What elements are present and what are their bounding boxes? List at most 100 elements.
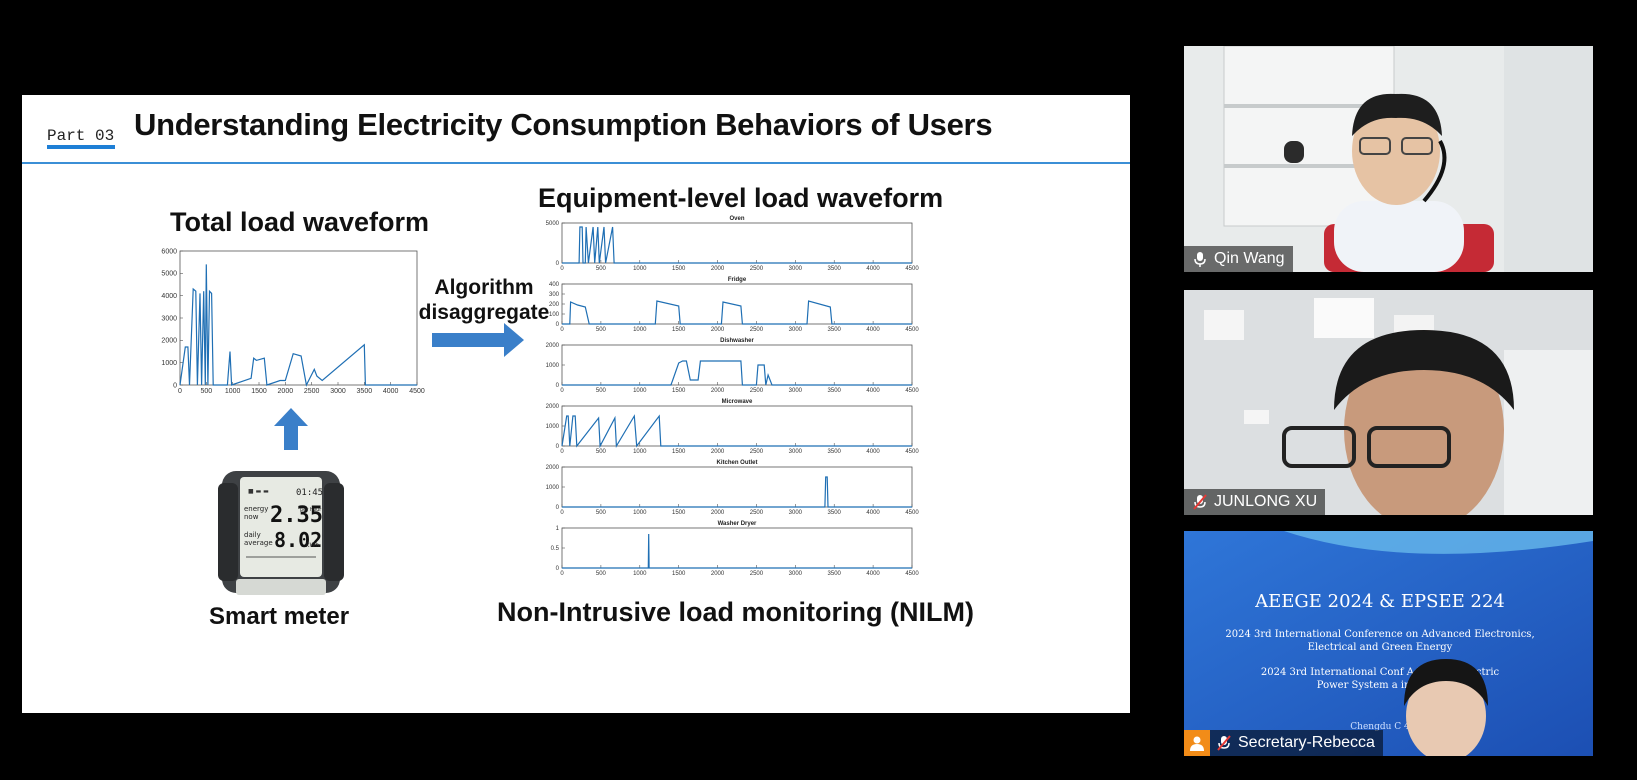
x-tick-label: 3000 (789, 327, 803, 333)
svg-text:now: now (244, 513, 259, 521)
meter-time: 01:45 (296, 488, 323, 498)
series-line (179, 264, 417, 387)
x-tick-label: 1500 (672, 327, 686, 333)
x-tick-label: 1000 (633, 571, 647, 577)
x-tick-label: 4500 (905, 266, 919, 272)
x-tick-label: 500 (200, 388, 212, 395)
x-tick-label: 1500 (672, 266, 686, 272)
svg-text:energy: energy (244, 505, 268, 513)
svg-text:average: average (244, 539, 273, 547)
conference-line3: 2024 3rd International Conf Advanced Ele… (1261, 667, 1500, 678)
video-tile-secretary-rebecca[interactable]: AEEGE 2024 & EPSEE 224 2024 3rd Internat… (1184, 531, 1593, 756)
x-tick-label: 4500 (905, 327, 919, 333)
participant-name: JUNLONG XU (1214, 493, 1318, 510)
x-tick-label: 2500 (750, 327, 764, 333)
x-tick-label: 3000 (330, 388, 346, 395)
y-tick-label: 2000 (546, 465, 560, 471)
y-tick-label: 5000 (546, 221, 560, 227)
x-tick-label: 2000 (711, 510, 725, 516)
right-arrow-icon (432, 323, 524, 357)
y-tick-label: 200 (549, 302, 560, 308)
x-tick-label: 4500 (409, 388, 425, 395)
x-tick-label: 3500 (828, 327, 842, 333)
y-tick-label: 0 (556, 261, 560, 267)
x-tick-label: 3500 (828, 571, 842, 577)
plot-area (561, 222, 913, 264)
x-tick-label: 1500 (672, 510, 686, 516)
conference-title: AEEGE 2024 & EPSEE 224 (1254, 591, 1505, 612)
chart-title: Oven (729, 216, 744, 222)
chart-title: Fridge (728, 277, 747, 283)
x-tick-label: 4500 (905, 510, 919, 516)
series-line (562, 300, 912, 325)
conference-line5: Chengdu C 4 (1350, 722, 1410, 732)
x-tick-label: 2000 (711, 266, 725, 272)
x-tick-label: 0 (560, 571, 564, 577)
total-waveform-title: Total load waveform (170, 207, 430, 237)
y-tick-label: 400 (549, 282, 560, 288)
x-tick-label: 0 (178, 388, 182, 395)
x-tick-label: 1000 (225, 388, 241, 395)
chart-title: Kitchen Outlet (716, 460, 757, 466)
x-tick-label: 2500 (304, 388, 320, 395)
y-tick-label: 6000 (161, 248, 177, 255)
x-tick-label: 2000 (711, 327, 725, 333)
x-tick-label: 500 (596, 266, 607, 272)
conference-line1: 2024 3rd International Conference on Adv… (1225, 629, 1534, 640)
participant-video (1184, 290, 1593, 515)
equipment-waveform-title: Equipment-level load waveform (538, 183, 944, 213)
y-tick-label: 0 (556, 444, 560, 450)
meter-daily-average: 8.02 (274, 528, 322, 552)
participant-name: Secretary-Rebecca (1238, 734, 1375, 751)
y-tick-label: 0 (173, 382, 177, 389)
series-line (562, 533, 912, 569)
chart-title: Dishwasher (720, 338, 754, 344)
x-tick-label: 1500 (672, 449, 686, 455)
x-tick-label: 2500 (750, 510, 764, 516)
x-tick-label: 0 (560, 510, 564, 516)
x-tick-label: 2000 (278, 388, 294, 395)
x-tick-label: 3500 (828, 449, 842, 455)
x-tick-label: 2500 (750, 388, 764, 394)
x-tick-label: 2000 (711, 388, 725, 394)
part-underline (47, 145, 115, 149)
nameplate: Qin Wang (1184, 246, 1293, 272)
plot-area (561, 283, 913, 325)
x-tick-label: 2000 (711, 571, 725, 577)
series-line (561, 414, 912, 449)
series-line (562, 360, 912, 386)
x-tick-label: 500 (596, 571, 607, 577)
conference-line2: Electrical and Green Energy (1308, 642, 1453, 653)
meter-energy-now: 2.35 (270, 503, 323, 528)
x-tick-label: 3000 (789, 510, 803, 516)
video-tile-junlong-xu[interactable]: JUNLONG XU (1184, 290, 1593, 515)
participant-video: AEEGE 2024 & EPSEE 224 2024 3rd Internat… (1184, 531, 1593, 756)
x-tick-label: 0 (560, 327, 564, 333)
x-tick-label: 3000 (789, 571, 803, 577)
x-tick-label: 3500 (357, 388, 373, 395)
plot-area (561, 466, 913, 508)
x-tick-label: 3000 (789, 388, 803, 394)
participant-video (1184, 46, 1593, 272)
y-tick-label: 0 (556, 383, 560, 389)
x-tick-label: 4000 (866, 510, 880, 516)
x-tick-label: 4000 (866, 388, 880, 394)
y-tick-label: 4000 (161, 293, 177, 300)
nilm-label: Non-Intrusive load monitoring (NILM) (497, 597, 974, 627)
video-tile-qin-wang[interactable]: Qin Wang (1184, 46, 1593, 272)
y-tick-label: 0 (556, 322, 560, 328)
x-tick-label: 4000 (866, 571, 880, 577)
algorithm-line2: disaggregate (418, 301, 550, 324)
y-tick-label: 100 (549, 312, 560, 318)
x-tick-label: 4000 (866, 449, 880, 455)
plot-area (561, 527, 913, 569)
x-tick-label: 0 (560, 388, 564, 394)
y-tick-label: 1000 (546, 485, 560, 491)
nameplate: Secretary-Rebecca (1184, 730, 1383, 756)
y-tick-label: 300 (549, 292, 560, 298)
microphone-icon (1194, 252, 1206, 267)
